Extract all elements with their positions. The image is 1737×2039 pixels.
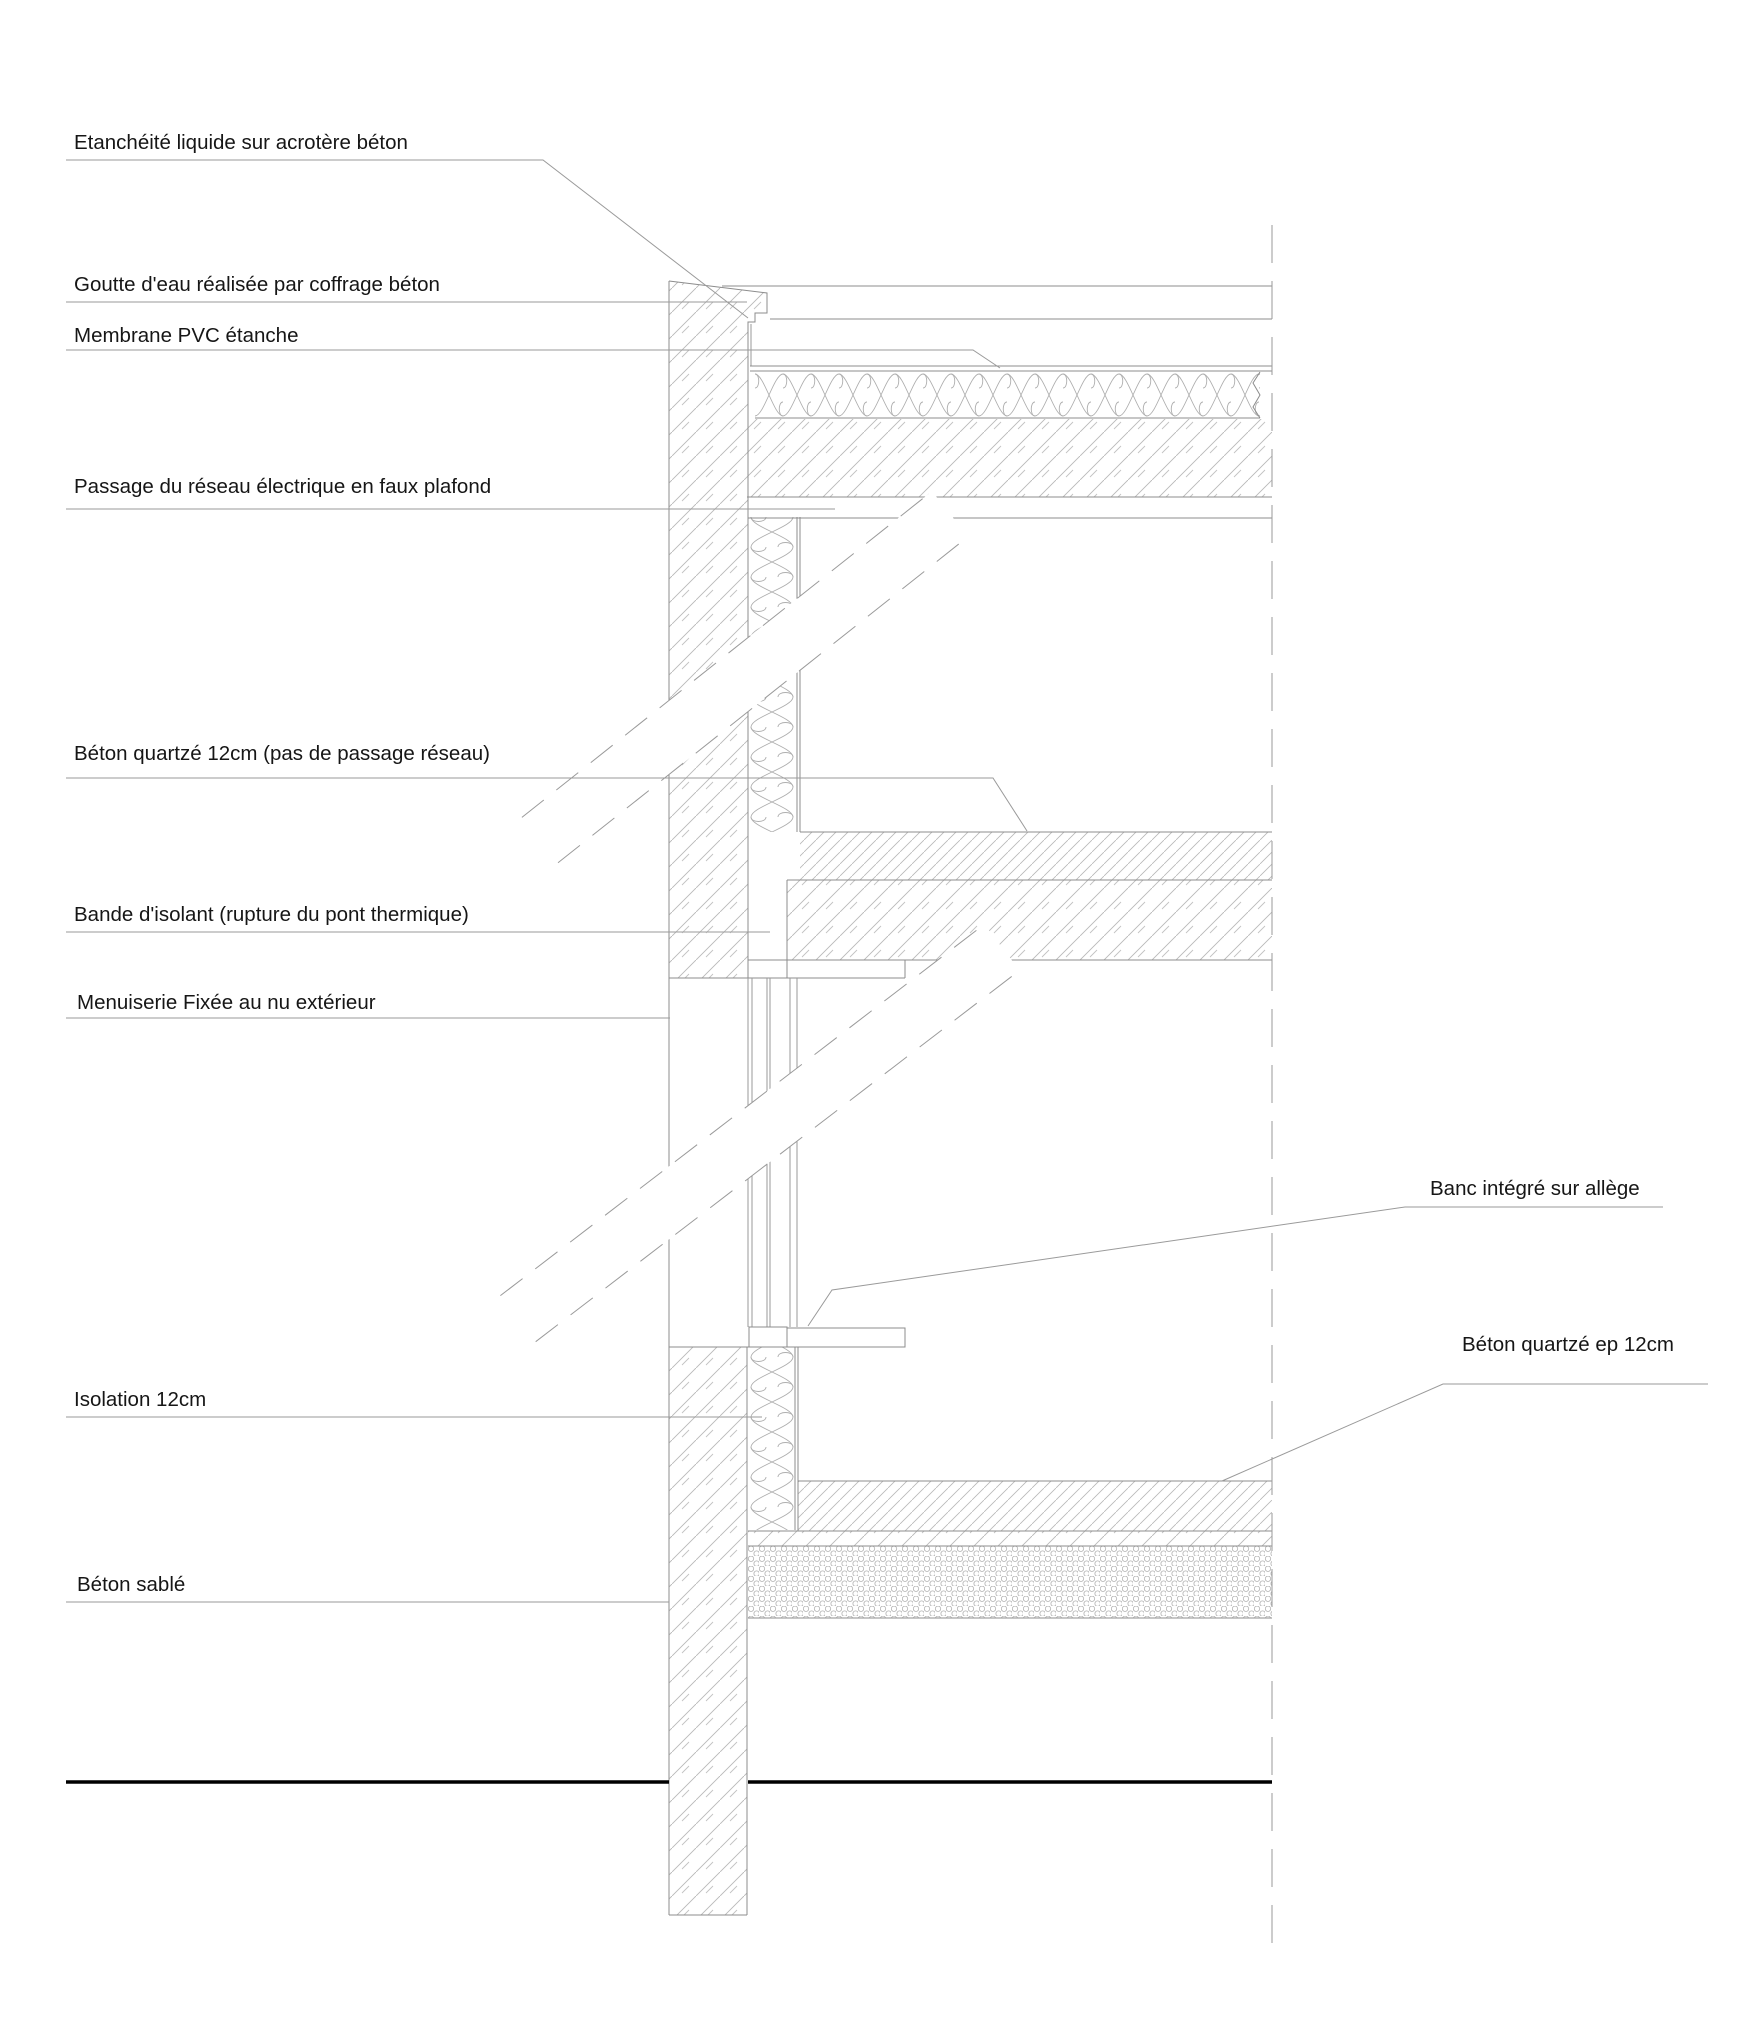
leader-lines <box>66 159 1708 1603</box>
roof-insulation <box>755 372 1260 418</box>
mid-floor-slab <box>787 880 1272 960</box>
break-band-upper <box>521 490 969 864</box>
label-beton-sable: Béton sablé <box>77 1573 185 1596</box>
label-banc: Banc intégré sur allège <box>1430 1177 1640 1200</box>
label-beton-quartze-12: Béton quartzé 12cm (pas de passage résea… <box>74 742 490 765</box>
label-beton-quartze-ep12: Béton quartzé ep 12cm <box>1462 1333 1674 1356</box>
membrane-top-line <box>750 365 1272 372</box>
leader-membrane-pvc <box>66 349 1001 369</box>
hatched-bodies <box>669 281 1272 1915</box>
beton-sable-layer <box>748 1546 1272 1618</box>
bottom-layer-lines <box>748 1530 1272 1619</box>
label-isolation-12: Isolation 12cm <box>74 1388 206 1411</box>
leader-beton-quartze-12 <box>66 777 1028 832</box>
window-sill-block <box>748 1326 788 1348</box>
bottom-screed <box>798 1481 1272 1531</box>
leader-beton-quartze-ep12 <box>1221 1383 1708 1482</box>
banc-slab <box>786 1327 906 1348</box>
label-reseau-electrique: Passage du réseau électrique en faux pla… <box>74 475 491 498</box>
label-membrane-pvc: Membrane PVC étanche <box>74 324 298 347</box>
bottom-concrete-band <box>748 1531 1272 1546</box>
break-band-lower <box>500 923 1020 1343</box>
annotation-texts: Etanchéité liquide sur acrotère béton Go… <box>74 131 1674 1596</box>
roof-slab <box>748 419 1272 497</box>
bottom-screed-top <box>797 1480 1272 1531</box>
wall-lower <box>669 1347 747 1915</box>
insulation-liner-upper <box>796 517 801 832</box>
leader-banc <box>807 1206 1663 1327</box>
label-menuiserie: Menuiserie Fixée au nu extérieur <box>77 991 376 1014</box>
label-bande-isolant: Bande d'isolant (rupture du pont thermiq… <box>74 903 469 926</box>
label-etancheite: Etanchéité liquide sur acrotère béton <box>74 131 408 154</box>
insulation-end-break <box>1252 371 1261 419</box>
wall-insulation-lower <box>748 1347 795 1530</box>
label-goutte-eau: Goutte d'eau réalisée par coffrage béton <box>74 273 440 296</box>
parapet-outline <box>668 280 768 978</box>
wall-upper-parapet <box>669 281 767 978</box>
mid-screed <box>800 832 1272 880</box>
window-head-box <box>747 959 788 979</box>
leader-etancheite <box>66 159 749 319</box>
